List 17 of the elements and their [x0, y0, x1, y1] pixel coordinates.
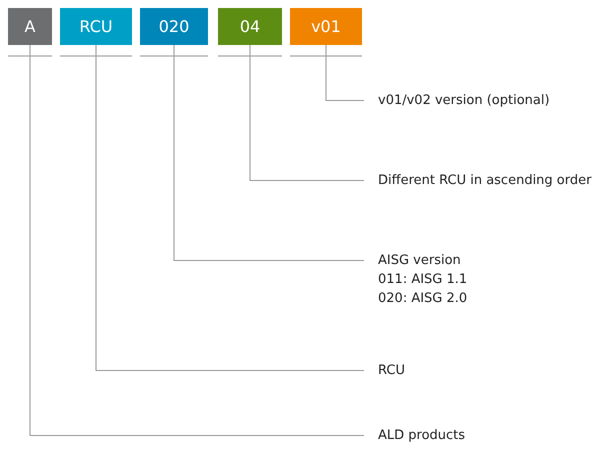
code-segment: A: [8, 8, 52, 45]
leader-line: [30, 44, 364, 436]
code-segment: RCU: [60, 8, 132, 45]
description-line: 011: AISG 1.1: [378, 271, 468, 289]
description-line: AISG version: [378, 252, 462, 270]
description-text: v01/v02 version (optional): [378, 91, 550, 110]
description-text: ALD products: [378, 426, 466, 445]
leader-line: [326, 44, 364, 101]
leader-line: [96, 44, 364, 371]
code-segment: v01: [290, 8, 362, 45]
description-line: 020: AISG 2.0: [378, 290, 468, 308]
leader-line: [250, 44, 364, 181]
description-text: Different RCU in ascending order: [378, 171, 592, 190]
code-segment: 04: [218, 8, 282, 45]
code-segment: 020: [140, 8, 208, 45]
leader-line: [174, 44, 364, 261]
description-text: RCU: [378, 361, 405, 380]
